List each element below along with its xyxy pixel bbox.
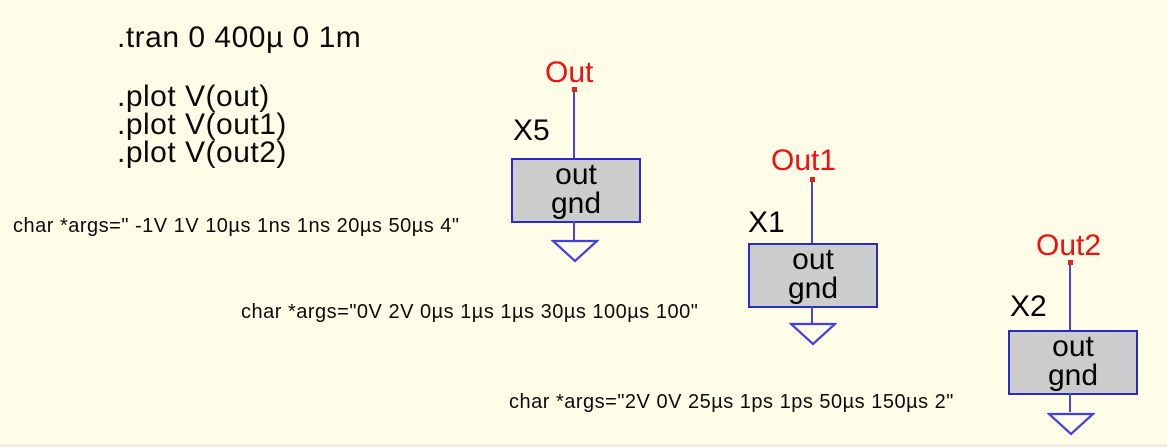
pin-label-out: out: [1052, 330, 1094, 363]
component-body-x5[interactable]: out gnd: [511, 158, 641, 223]
pin-label-gnd: gnd: [1047, 359, 1099, 392]
plot-directive-out2[interactable]: .plot V(out2): [117, 136, 287, 169]
node-dot: [1068, 260, 1073, 265]
net-label-out2[interactable]: Out2: [1036, 229, 1102, 262]
net-label-out[interactable]: Out: [545, 56, 594, 89]
pin-label-out: out: [792, 243, 834, 276]
wire-segment[interactable]: [1069, 393, 1071, 412]
args-annotation-x5[interactable]: char *args=" -1V 1V 10µs 1ns 1ns 20µs 50…: [13, 215, 460, 237]
args-annotation-x1[interactable]: char *args="0V 2V 0µs 1µs 1µs 30µs 100µs…: [241, 301, 699, 323]
component-ref-label-x2[interactable]: X2: [1010, 290, 1047, 323]
tran-directive[interactable]: .tran 0 400µ 0 1m: [117, 21, 362, 54]
args-annotation-x2[interactable]: char *args="2V 0V 25µs 1ps 1ps 50µs 150µ…: [509, 391, 954, 413]
plot-directive-out1[interactable]: .plot V(out1): [117, 108, 287, 141]
component-body-x1[interactable]: out gnd: [748, 243, 878, 308]
ground-symbol-icon[interactable]: [551, 238, 599, 264]
component-body-x2[interactable]: out gnd: [1008, 330, 1138, 395]
pin-label-out: out: [555, 158, 597, 191]
wire-segment[interactable]: [811, 306, 813, 323]
wire-segment[interactable]: [573, 221, 575, 240]
wire-segment[interactable]: [811, 182, 813, 243]
component-ref-label-x1[interactable]: X1: [748, 206, 785, 239]
net-label-out1[interactable]: Out1: [771, 144, 837, 177]
ground-symbol-icon[interactable]: [1047, 411, 1095, 437]
wire-segment[interactable]: [1069, 265, 1071, 330]
component-ref-label-x5[interactable]: X5: [513, 114, 550, 147]
node-dot: [572, 87, 577, 92]
wire-segment[interactable]: [573, 92, 575, 158]
ground-symbol-icon[interactable]: [789, 321, 837, 347]
window-bottom-edge: [0, 444, 1167, 447]
node-dot: [810, 177, 815, 182]
pin-label-gnd: gnd: [550, 187, 602, 220]
pin-label-gnd: gnd: [787, 272, 839, 305]
plot-directive-out[interactable]: .plot V(out): [117, 80, 270, 113]
